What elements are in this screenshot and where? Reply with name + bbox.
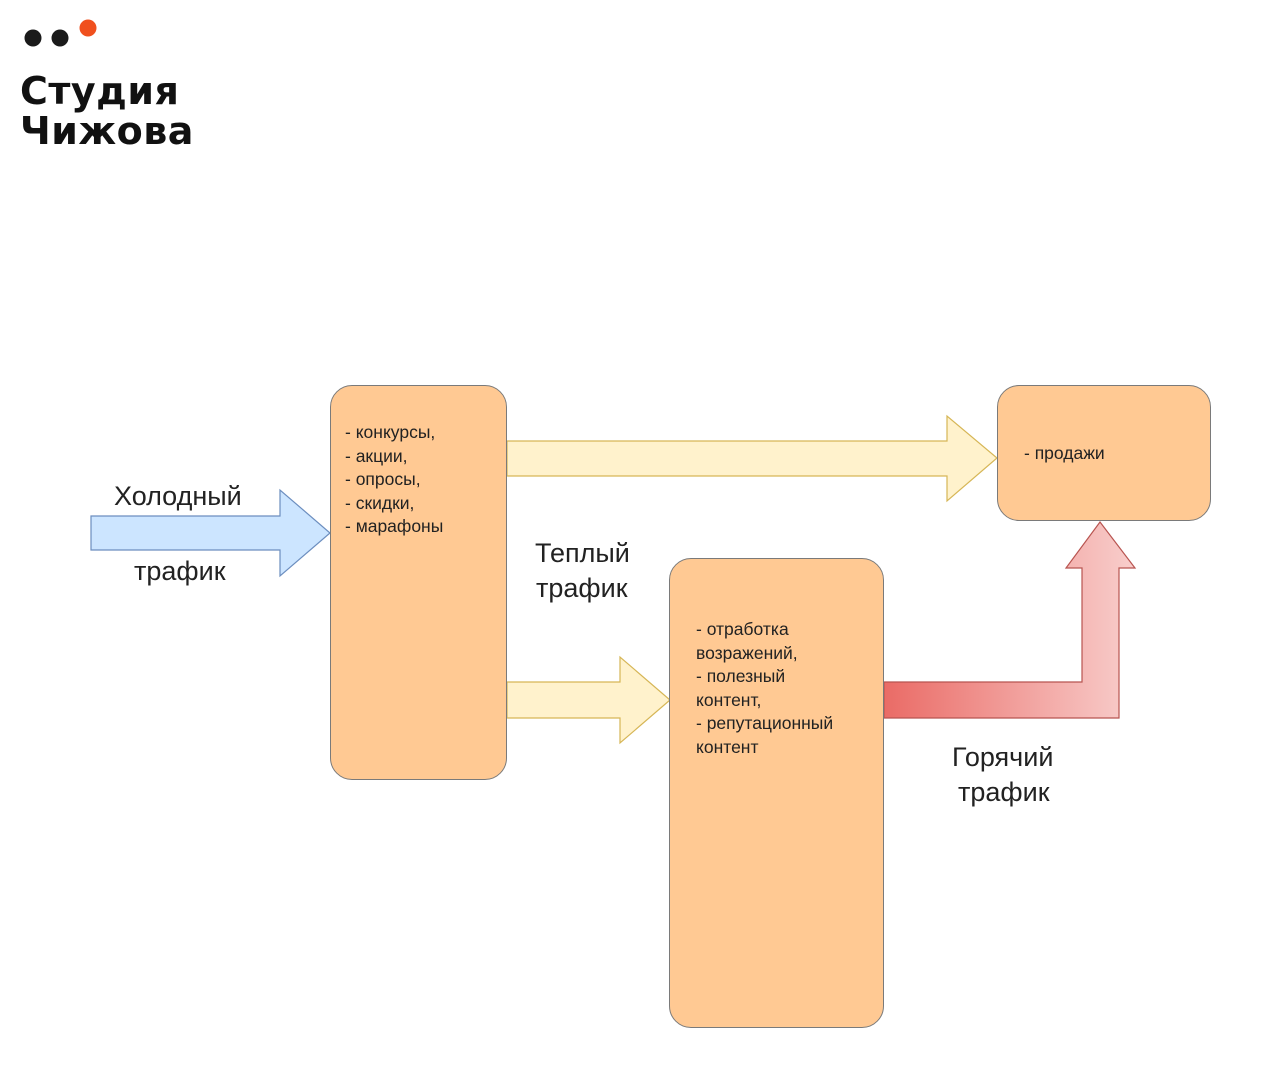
logo-dots-icon	[24, 19, 97, 47]
sales-item: - продажи	[1024, 443, 1105, 463]
nurturing-item: - репутационный	[696, 713, 834, 733]
nurturing-list: - отработка возражений, - полезный конте…	[696, 618, 833, 759]
activities-list: - конкурсы, - акции, - опросы, - скидки,…	[345, 421, 443, 539]
logo-text-line-1: Студия	[20, 69, 180, 113]
warm-traffic-arrow-to-sales	[506, 414, 998, 503]
cold-traffic-arrow	[90, 488, 331, 578]
activity-item: - конкурсы,	[345, 422, 436, 442]
hot-traffic-label-line-1: Горячий	[952, 742, 1054, 772]
studio-logo: Студия Чижова	[20, 16, 220, 156]
nurturing-item: контент	[696, 736, 759, 757]
nurturing-box	[669, 558, 884, 1028]
cold-traffic-label-line-2: трафик	[134, 556, 226, 586]
logo-text-line-2: Чижова	[20, 109, 194, 153]
cold-traffic-label-line-1: Холодный	[114, 481, 242, 511]
warm-traffic-arrow-to-nurturing	[506, 655, 671, 745]
activities-box	[330, 385, 507, 780]
hot-traffic-label-line-2: трафик	[958, 777, 1050, 807]
activity-item: - акции,	[345, 445, 408, 466]
activity-item: - опросы,	[345, 469, 421, 489]
sales-list: - продажи	[1024, 442, 1105, 466]
logo-dot-1	[24, 29, 42, 47]
nurturing-item: возражений,	[696, 642, 798, 663]
activity-item: - скидки,	[345, 492, 415, 513]
logo-dot-2	[51, 29, 69, 47]
hot-traffic-arrow	[883, 520, 1137, 719]
nurturing-item: - полезный	[696, 666, 786, 686]
sales-box	[997, 385, 1211, 521]
warm-traffic-label-line-2: трафик	[536, 573, 628, 603]
nurturing-item: - отработка	[696, 619, 789, 639]
logo-dot-3	[79, 19, 97, 37]
activity-item: - марафоны	[345, 516, 444, 536]
warm-traffic-label-line-1: Теплый	[535, 538, 630, 568]
nurturing-item: контент,	[696, 689, 762, 710]
